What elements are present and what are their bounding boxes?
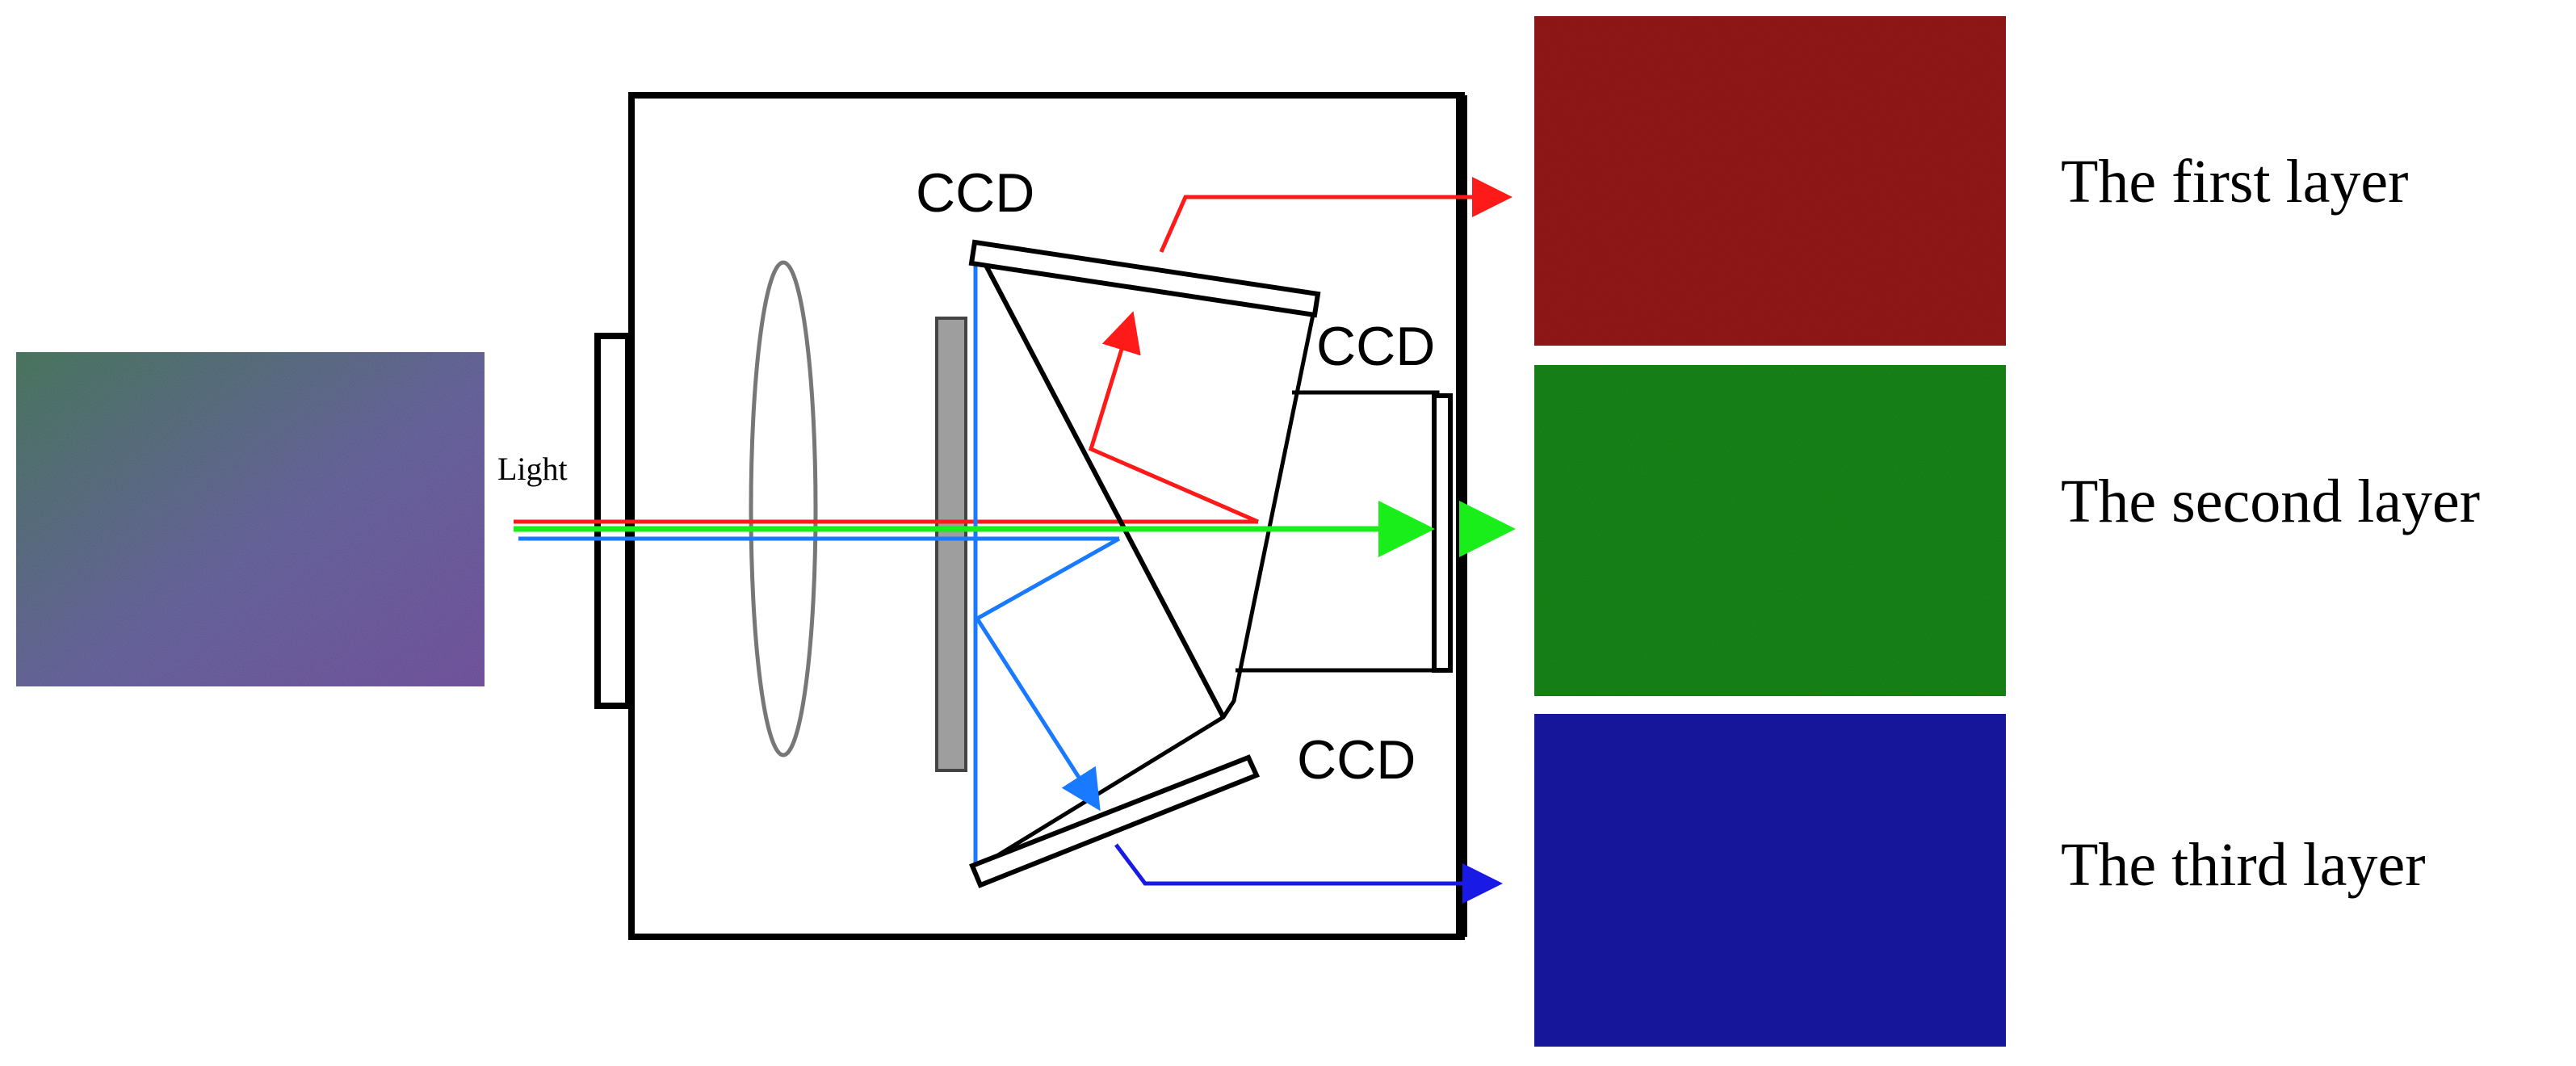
camera-housing: [628, 92, 1465, 940]
beam-red-out: [1159, 177, 1512, 254]
layer-label-first: The first layer: [2061, 148, 2408, 216]
lens: [749, 260, 818, 758]
ccd-top-sensor: [968, 239, 1321, 318]
ccd-bottom-sensor: [969, 754, 1261, 888]
filter-plate: [935, 317, 967, 772]
ccd-top-label: CCD: [916, 162, 1034, 224]
layer-image-third: [1534, 714, 2006, 1047]
layer-image-first: [1534, 16, 2006, 346]
prism-diagonal: [973, 244, 1226, 719]
beam-red-reflect: [1088, 311, 1259, 524]
input-image: [16, 352, 485, 686]
ccd-bottom-label: CCD: [1297, 729, 1416, 791]
light-label: Light: [497, 451, 568, 487]
beam-blue-out: [1114, 843, 1503, 904]
layer-image-second: [1534, 365, 2006, 696]
layer-label-second: The second layer: [2061, 468, 2480, 535]
beam-blue-reflect: [974, 536, 1121, 812]
layer-label-third: The third layer: [2061, 831, 2426, 899]
ccd-right-sensor: [1432, 393, 1453, 673]
ccd-right-label: CCD: [1316, 316, 1435, 377]
